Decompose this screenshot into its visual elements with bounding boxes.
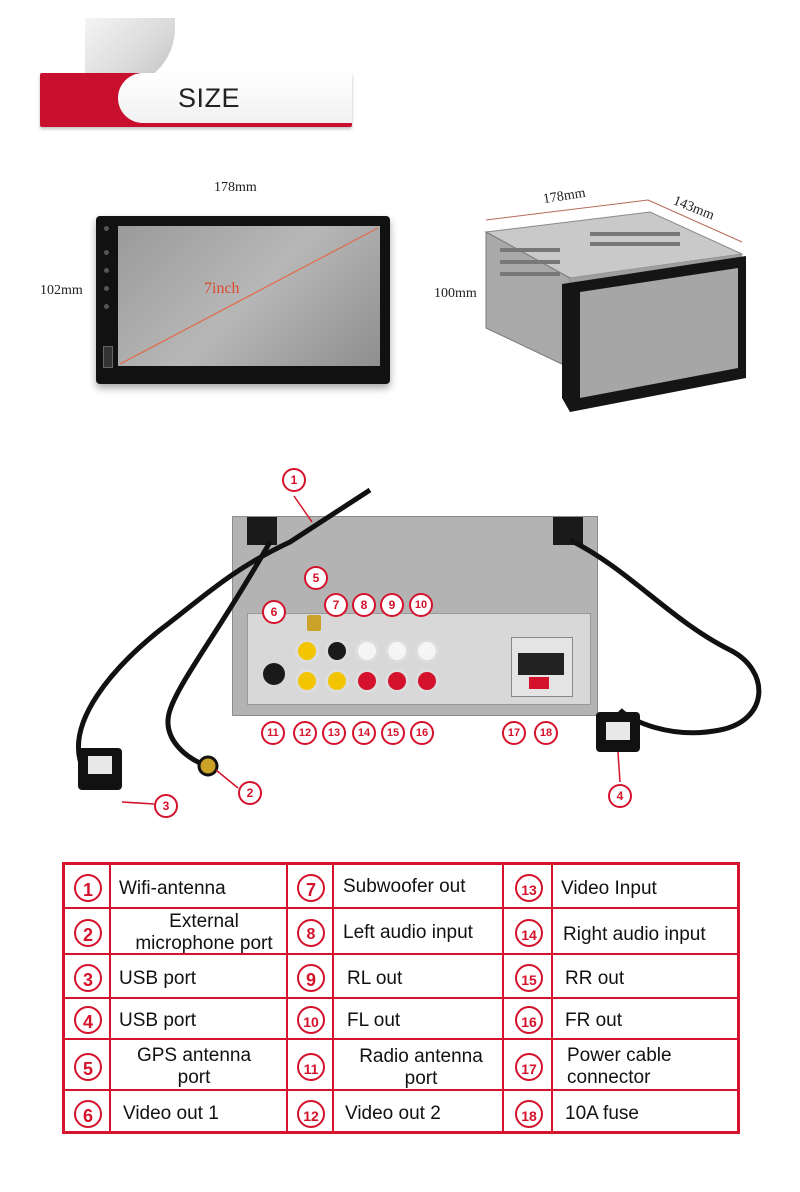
callout-2: 2 — [238, 781, 262, 805]
callout-4: 4 — [608, 784, 632, 808]
callout-12: 12 — [293, 721, 317, 745]
mount-bracket-right — [553, 517, 583, 545]
legend-label-11: Radio antenna port — [359, 1046, 483, 1089]
legend-label-2: External microphone port — [135, 911, 273, 954]
legend-label-4: USB port — [119, 1010, 197, 1031]
legend-label-10: FL out — [347, 1010, 401, 1031]
legend-label-18: 10A fuse — [565, 1103, 639, 1124]
right-audio-jack — [355, 669, 379, 693]
callout-6: 6 — [262, 600, 286, 624]
power-cable-connector — [518, 653, 564, 675]
front-width-label: 178mm — [214, 180, 257, 195]
legend-label-9: RL out — [347, 968, 403, 989]
legend-label-8: Left audio input — [343, 922, 473, 943]
cable-drawing — [76, 487, 762, 805]
callout-3: 3 — [154, 794, 178, 818]
legend-label-12: Video out 2 — [345, 1103, 441, 1124]
legend-num-13: 13 — [515, 874, 543, 902]
legend-label-1: Wifi-antenna — [119, 878, 226, 899]
radio-antenna-socket — [263, 663, 285, 685]
legend-num-15: 15 — [515, 964, 543, 992]
volume-down-icon — [104, 304, 109, 309]
front-height-label: 102mm — [40, 283, 83, 298]
legend-num-4: 4 — [74, 1006, 102, 1034]
legend-num-2: 2 — [74, 919, 102, 947]
legend-num-11: 11 — [297, 1053, 325, 1081]
legend-label-5: GPS antenna port — [136, 1045, 252, 1088]
gps-antenna-socket — [307, 615, 321, 631]
legend-label-3: USB port — [119, 968, 197, 989]
legend-label-14: Right audio input — [563, 924, 706, 945]
subwoofer-jack — [325, 639, 349, 663]
callout-10: 10 — [409, 593, 433, 617]
video-out-2-jack — [295, 669, 319, 693]
callout-8: 8 — [352, 593, 376, 617]
legend-num-3: 3 — [74, 964, 102, 992]
legend-num-8: 8 — [297, 919, 325, 947]
callout-16: 16 — [410, 721, 434, 745]
callout-9: 9 — [380, 593, 404, 617]
port-legend-table: 1 Wifi-antenna 2 External microphone por… — [62, 862, 740, 1134]
callout-1: 1 — [282, 468, 306, 492]
banner-white-tab — [118, 73, 352, 123]
legend-num-1: 1 — [74, 874, 102, 902]
volume-up-icon — [104, 286, 109, 291]
legend-num-7: 7 — [297, 874, 325, 902]
legend-label-17: Power cable connector — [567, 1045, 672, 1088]
legend-num-17: 17 — [515, 1053, 543, 1081]
legend-label-16: FR out — [565, 1010, 623, 1031]
legend-label-13: Video Input — [561, 878, 657, 899]
legend-num-12: 12 — [297, 1100, 325, 1128]
legend-num-10: 10 — [297, 1006, 325, 1034]
fl-out-jack — [415, 639, 439, 663]
legend-label-7: Subwoofer out — [343, 876, 466, 897]
legend-num-9: 9 — [297, 964, 325, 992]
legend-label-15: RR out — [565, 968, 625, 989]
rl-out-jack — [385, 639, 409, 663]
legend-num-14: 14 — [515, 919, 543, 947]
callout-14: 14 — [352, 721, 376, 745]
mount-bracket-left — [247, 517, 277, 545]
sd-card-slot — [103, 346, 113, 368]
back-button-icon — [104, 268, 109, 273]
legend-num-6: 6 — [74, 1100, 102, 1128]
banner-title: SIZE — [178, 83, 241, 113]
head-unit-3d — [484, 199, 746, 412]
callout-17: 17 — [502, 721, 526, 745]
rr-out-jack — [385, 669, 409, 693]
diagonal-line — [119, 227, 379, 365]
head-unit-front: 7inch — [96, 216, 390, 384]
callout-7: 7 — [324, 593, 348, 617]
legend-label-6: Video out 1 — [123, 1103, 219, 1124]
legend-num-18: 18 — [515, 1100, 543, 1128]
table-grid — [62, 862, 740, 1134]
legend-num-16: 16 — [515, 1006, 543, 1034]
home-button-icon — [104, 250, 109, 255]
rear-chassis — [232, 516, 598, 716]
power-button-icon — [104, 226, 109, 231]
video-input-jack — [325, 669, 349, 693]
video-out-1-jack — [295, 639, 319, 663]
display-area: 7inch — [118, 226, 380, 366]
callout-18: 18 — [534, 721, 558, 745]
callout-15: 15 — [381, 721, 405, 745]
callout-13: 13 — [322, 721, 346, 745]
legend-num-5: 5 — [74, 1053, 102, 1081]
diagonal-label: 7inch — [204, 280, 240, 297]
side-height-label: 100mm — [434, 286, 477, 301]
callout-11: 11 — [261, 721, 285, 745]
fr-out-jack — [415, 669, 439, 693]
fuse — [529, 677, 549, 689]
callout-5: 5 — [304, 566, 328, 590]
left-audio-jack — [355, 639, 379, 663]
